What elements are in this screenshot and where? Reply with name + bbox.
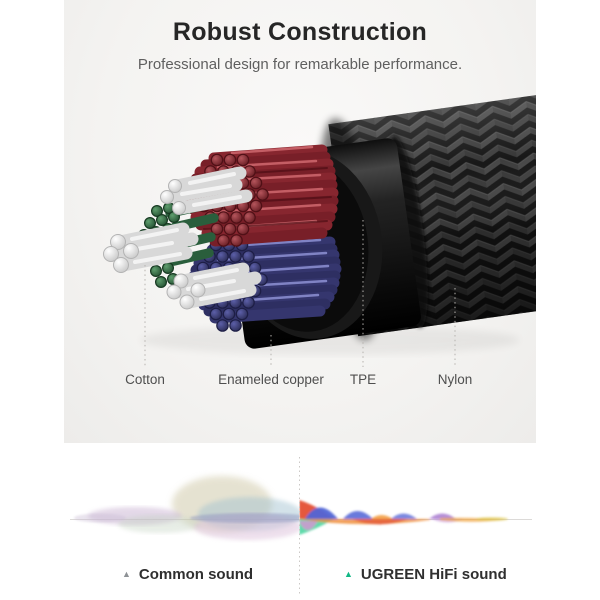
legend-common-sound-label: Common sound bbox=[138, 566, 254, 583]
page-title: Robust Construction bbox=[172, 18, 428, 46]
callout-leader-lines bbox=[144, 220, 456, 367]
sound-wave-comparison bbox=[70, 457, 532, 594]
legend-common-sound: ▲ Common sound bbox=[122, 566, 253, 583]
hifi-sound-wave bbox=[299, 500, 508, 535]
callout-label-tpe: TPE bbox=[349, 372, 377, 387]
legend-hifi-sound-label: UGREEN HiFi sound bbox=[360, 566, 507, 583]
triangle-up-icon: ▲ bbox=[122, 569, 131, 579]
callout-label-nylon: Nylon bbox=[437, 372, 473, 387]
page-subtitle: Professional design for remarkable perfo… bbox=[137, 56, 463, 73]
callout-label-enameled-copper: Enameled copper bbox=[218, 372, 324, 387]
common-sound-wave bbox=[74, 476, 299, 540]
cable-ground-shadow bbox=[140, 325, 520, 355]
legend-hifi-sound: ▲ UGREEN HiFi sound bbox=[344, 566, 507, 583]
triangle-up-icon: ▲ bbox=[344, 569, 353, 579]
cable-cross-section-illustration bbox=[103, 81, 536, 367]
callout-label-cotton: Cotton bbox=[125, 372, 165, 387]
cotton-strands-white bbox=[103, 166, 262, 310]
